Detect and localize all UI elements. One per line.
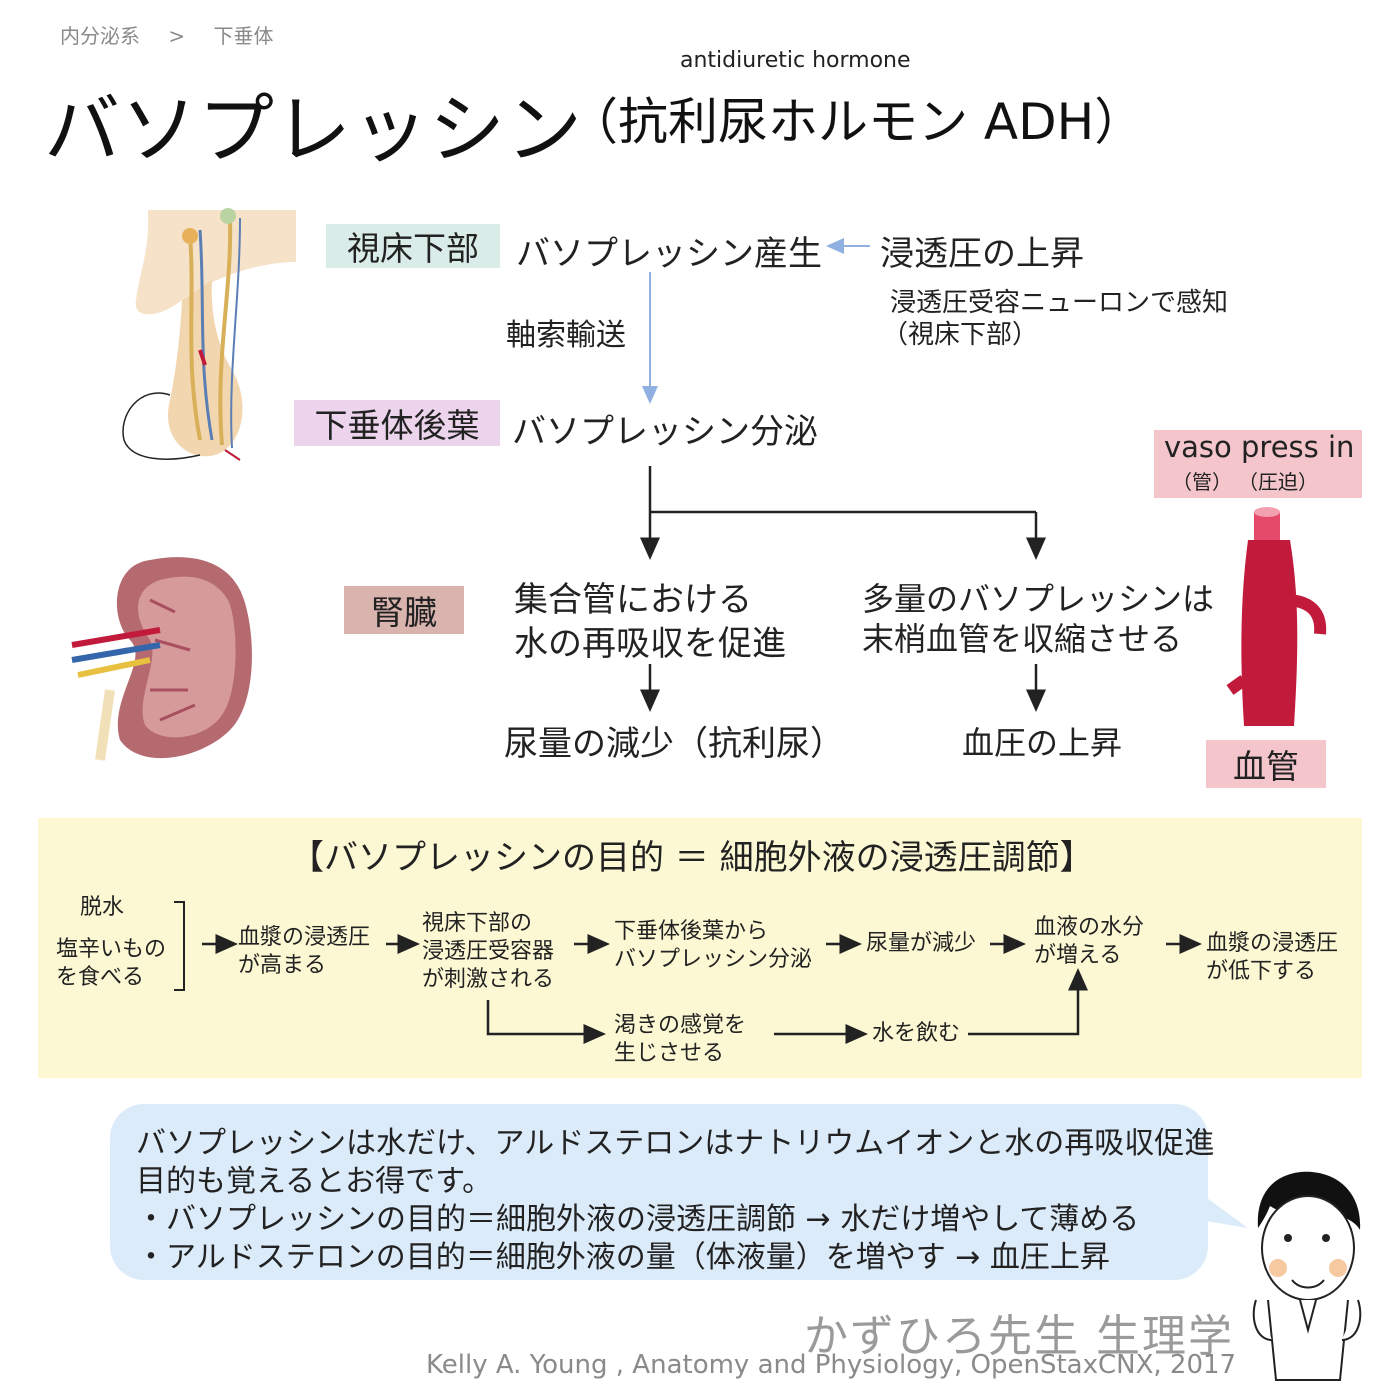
flow-step2-line-2: 浸透圧受容器 [422,939,555,964]
flow-step4: 尿量が減少 [866,931,977,956]
flow-step6-line-1: 血漿の浸透圧 [1206,931,1339,956]
drink-water: 水を飲む [872,1021,961,1046]
kidney-effect-line-2: 水の再吸収を促進 [514,624,786,664]
etymology-box [1154,430,1362,498]
etymology-note-vessel: （管） [1172,470,1232,494]
vessel-effect-line-2: 末梢血管を収縮させる [862,620,1183,658]
breadcrumb-separator: > [168,24,186,48]
purpose-title: 【バソプレッシンの目的 ＝ 細胞外液の浸透圧調節】 [290,838,1094,878]
flow-step6-line-2: が低下する [1206,959,1317,984]
thirst-line-2: 生じさせる [614,1041,725,1066]
note-bubble [110,1104,1208,1280]
thirst-line-1: 渇きの感覚を [614,1013,747,1038]
sensor-line-2: （視床下部） [882,320,1039,350]
note-line-2: 目的も覚えるとお得です。 [136,1164,493,1199]
note-line-3: ・バソプレッシンの目的＝細胞外液の浸透圧調節 → 水だけ増やして薄める [136,1202,1140,1237]
kidney-illustration [71,557,252,761]
page-title-paren: （抗利尿ホルモン ADH） [568,93,1145,151]
axonal-transport-label: 軸索輸送 [506,318,626,353]
footer-citation: Kelly A. Young , Anatomy and Physiology,… [426,1350,1237,1380]
teacher-mascot-illustration [1252,1171,1362,1381]
tag-hypothalamus: 視床下部 [326,224,500,268]
tag-blood-vessel: 血管 [1206,740,1326,788]
flow-step3-line-1: 下垂体後葉から [614,919,769,944]
cause-dehydration: 脱水 [80,895,125,920]
pituitary-illustration [122,208,296,461]
step-secretion: バソプレッシン分泌 [512,412,818,452]
breadcrumb: 内分泌系 > 下垂体 [60,20,295,49]
vessel-effect-line-1: 多量のバソプレッシンは [862,580,1215,618]
tag-posterior-pituitary: 下垂体後葉 [294,400,500,446]
note-line-1: バソプレッシンは水だけ、アルドステロンはナトリウムイオンと水の再吸収促進 [136,1126,1215,1161]
footer-brand: かずひろ先生 生理学 [804,1311,1234,1362]
page-title: バソプレッシン [44,85,583,174]
flow-step5-line-2: が増える [1034,943,1122,968]
flow-step1-line-1: 血漿の浸透圧 [238,925,371,950]
blood-vessel-illustration [1226,507,1327,726]
tag-kidney: 腎臓 [344,586,464,634]
cause-salty-line-2: を食べる [56,965,145,990]
note-line-4: ・アルドステロンの目的＝細胞外液の量（体液量）を増やす → 血圧上昇 [136,1240,1110,1275]
flow-step3-line-2: バソプレッシン分泌 [614,947,813,972]
step-production: バソプレッシン産生 [516,234,822,274]
flow-step2-line-3: が刺激される [422,967,555,992]
title-english: antidiuretic hormone [680,48,911,73]
vessel-result: 血圧の上昇 [962,724,1123,762]
flow-step1-line-2: が高まる [238,953,327,978]
flow-step2-line-1: 視床下部の [422,911,533,936]
breadcrumb-current: 下垂体 [213,24,274,48]
kidney-effect-line-1: 集合管における [514,580,752,620]
etymology-word: vaso press in [1164,430,1355,464]
cause-salty-line-1: 塩辛いもの [56,937,167,962]
stimulus-osmolality-rise: 浸透圧の上昇 [880,234,1084,274]
kidney-result: 尿量の減少（抗利尿） [504,724,844,764]
sensor-line-1: 浸透圧受容ニューロンで感知 [890,288,1229,318]
etymology-note-press: （圧迫） [1238,470,1318,494]
breadcrumb-parent[interactable]: 内分泌系 [60,24,140,48]
flow-step5-line-1: 血液の水分 [1034,915,1145,940]
